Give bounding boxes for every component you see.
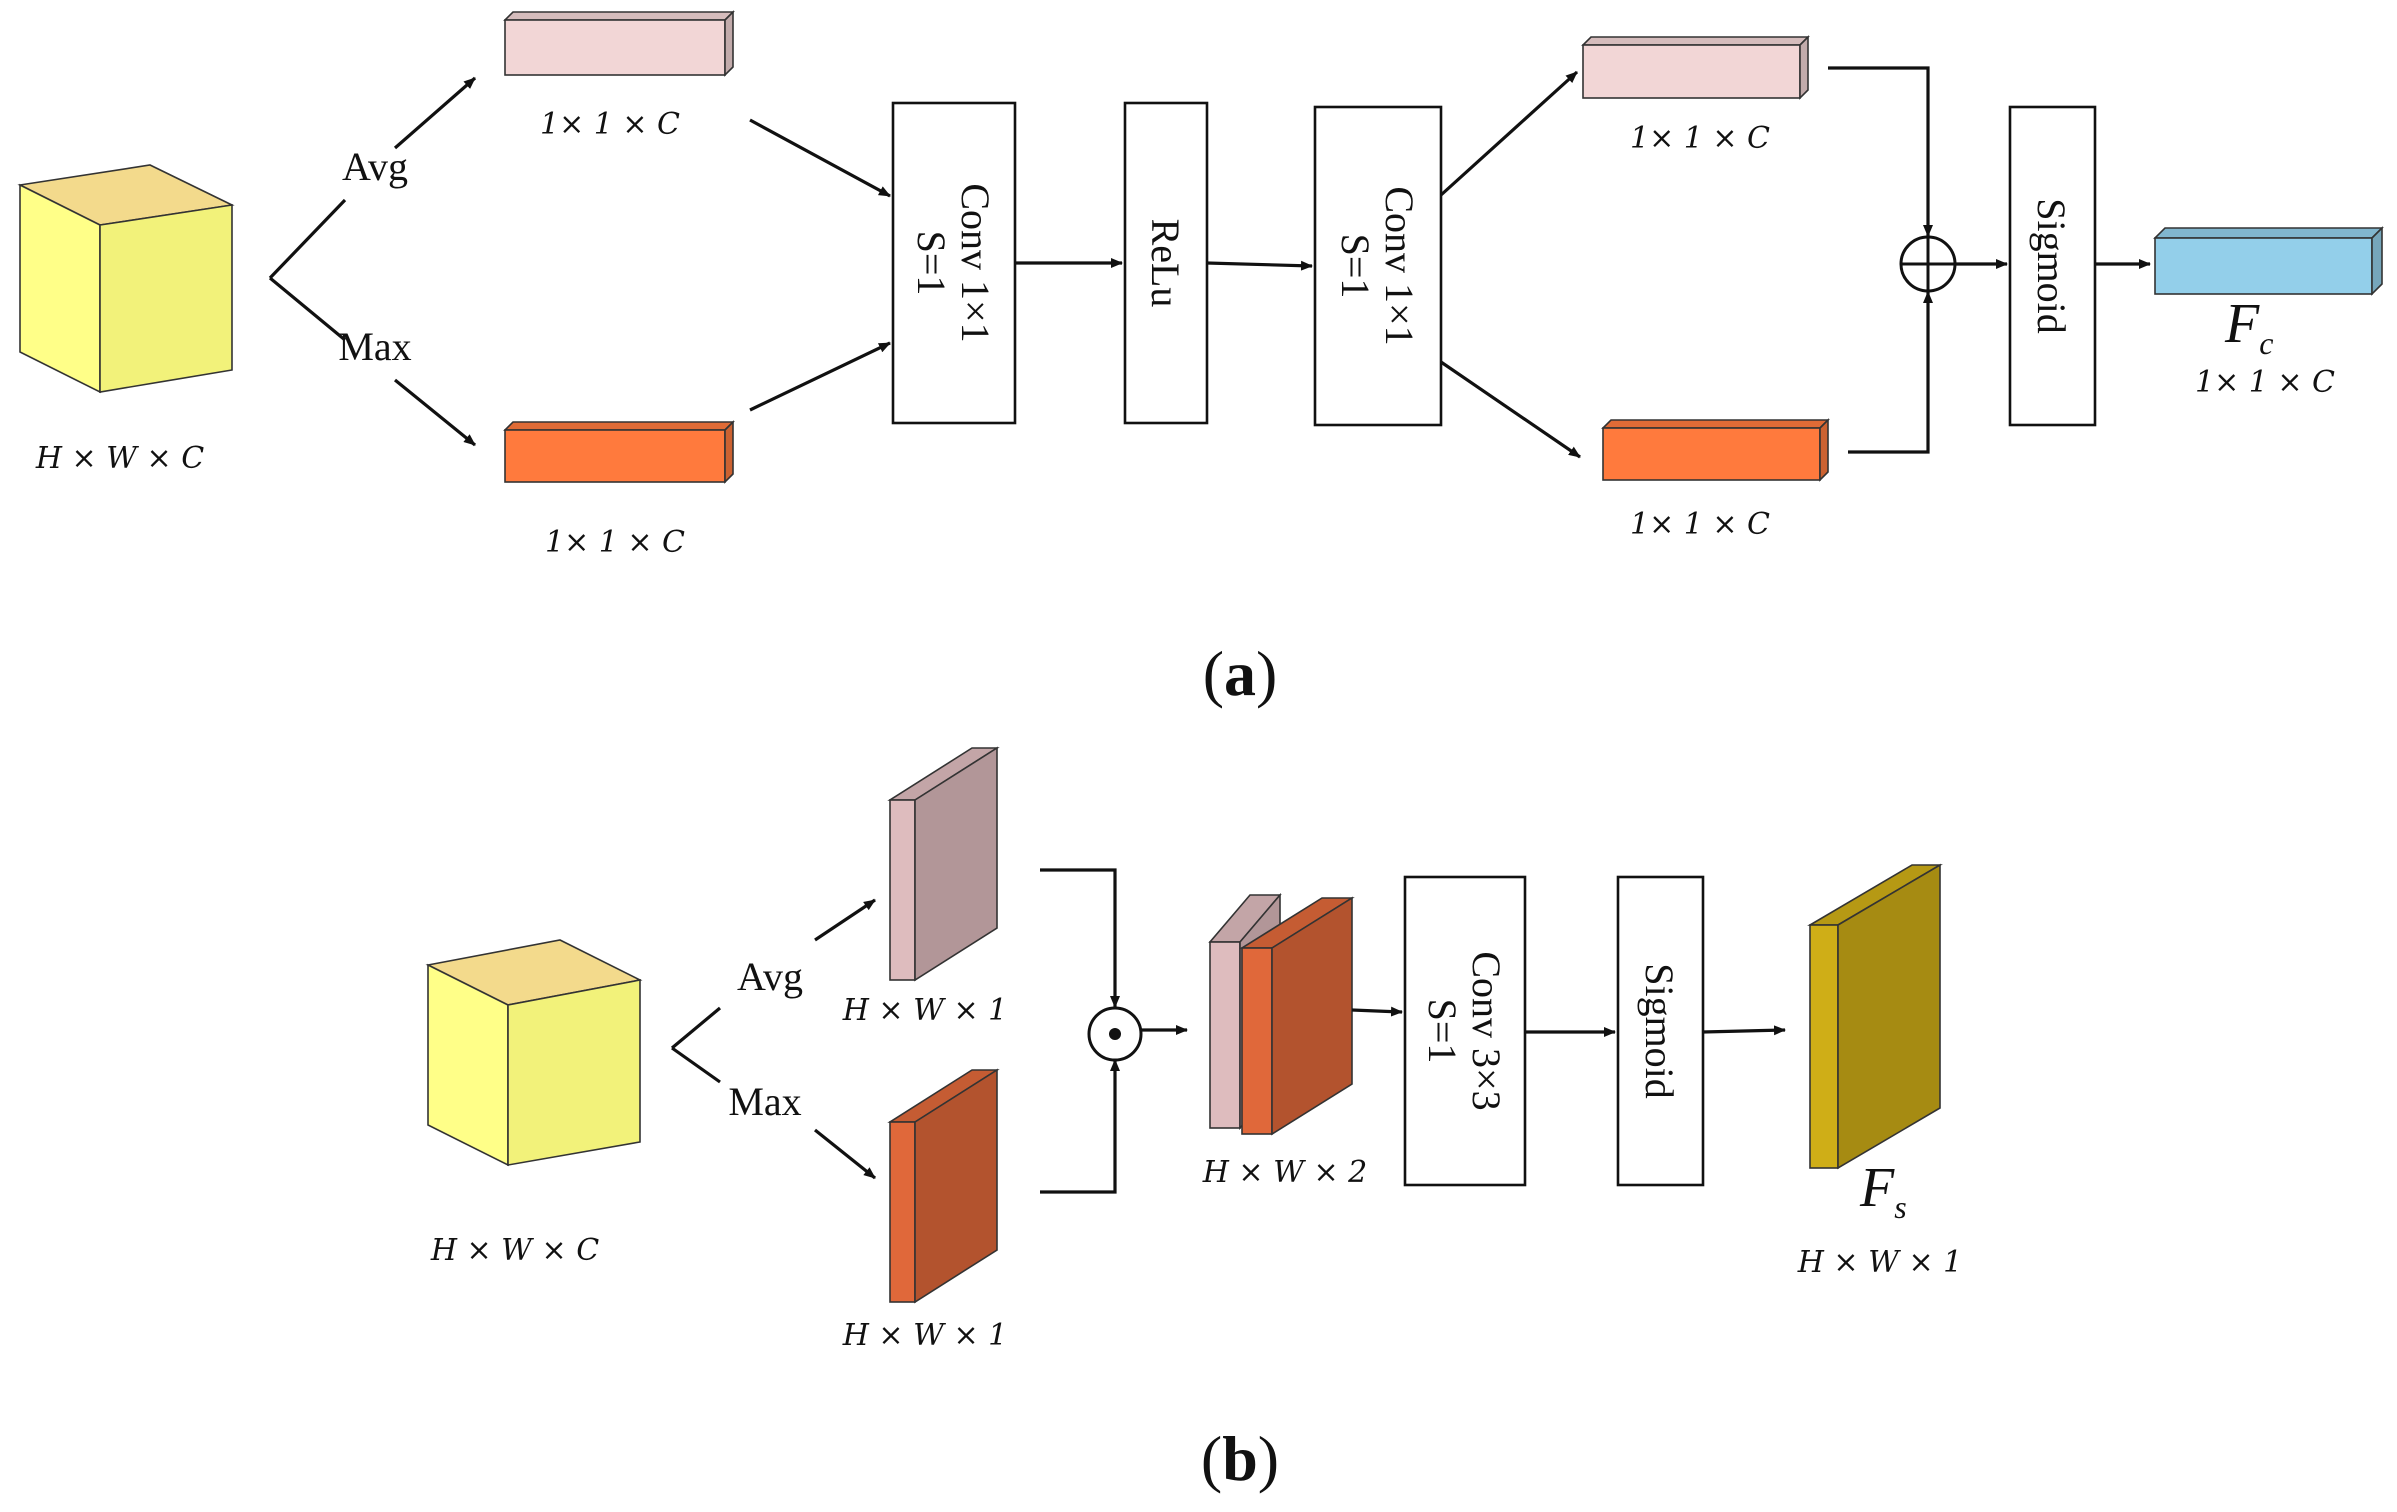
- sigmoid-box-b: Sigmoid: [1616, 875, 1705, 1187]
- split-upper-b: [670, 1006, 722, 1050]
- arrow-to-max-map-b: [814, 1128, 876, 1180]
- concat-icon: [1087, 1006, 1143, 1062]
- arrow-max-out-to-sum-a: [1848, 291, 1933, 454]
- avg-pool-bar-a: [503, 10, 735, 77]
- input-cube-b: [425, 939, 643, 1167]
- arrow-conv2-to-avg-out-a: [1439, 70, 1579, 197]
- split-upper-a: [268, 198, 347, 280]
- sigmoid-label-b: Sigmoid: [1637, 963, 1682, 1099]
- conv2-kernel-label: Conv 1×1: [1377, 186, 1422, 345]
- arrow-to-avg-map-b: [814, 898, 876, 942]
- conv-box-b: Conv 3×3 S=1: [1403, 875, 1527, 1187]
- input-dim-b: H × W × C: [430, 1233, 599, 1268]
- max-out-dim-a: 1× 1 × C: [1630, 507, 1770, 542]
- output-symbol-a: Fc: [2224, 293, 2273, 361]
- max-pool-bar-a: [503, 420, 735, 484]
- max-map-dim-b: H × W × 1: [842, 1318, 1008, 1353]
- conv-stride-label-b: S=1: [1420, 999, 1465, 1064]
- input-dim-a: H × W × C: [35, 441, 204, 476]
- output-map-b: [1807, 863, 1943, 1170]
- output-dim-a: 1× 1 × C: [2195, 365, 2335, 400]
- panel-a: H × W × C Avg Max 1× 1 × C 1× 1 × C: [17, 10, 2384, 709]
- arrow-sigmoid-to-output-b: [1702, 1025, 1786, 1036]
- split-lower-b: [671, 1046, 721, 1084]
- arrow-avg-map-to-concat-b: [1040, 868, 1120, 1008]
- stacked-maps-b: [1208, 892, 1355, 1136]
- max-label-b: Max: [728, 1079, 801, 1124]
- sigmoid-box-a: Sigmoid: [2008, 105, 2097, 427]
- avg-label-a: Avg: [342, 144, 408, 189]
- arrow-avg-to-conv1-a: [749, 118, 891, 198]
- max-bar-dim-a: 1× 1 × C: [545, 525, 685, 560]
- relu-box-a: ReLu: [1123, 101, 1209, 425]
- arrow-stack-to-conv-b: [1351, 1006, 1403, 1017]
- arrow-max-to-conv1-a: [749, 341, 891, 412]
- stack-dim-b: H × W × 2: [1202, 1155, 1368, 1190]
- output-symbol-b: Fs: [1859, 1157, 1907, 1225]
- sum-icon: [1899, 235, 1957, 293]
- panel-b: H × W × C Avg Max H × W × 1 H × W × 1: [425, 746, 1963, 1494]
- avg-map-dim-b: H × W × 1: [842, 993, 1008, 1028]
- avg-map-b: [887, 746, 1000, 982]
- avg-bar-dim-a: 1× 1 × C: [540, 107, 680, 142]
- conv2-box-a: Conv 1×1 S=1: [1313, 105, 1443, 427]
- caption-a: (a): [1203, 638, 1278, 709]
- conv-kernel-label-b: Conv 3×3: [1464, 951, 1509, 1110]
- conv2-stride-label: S=1: [1333, 234, 1378, 299]
- output-dim-b: H × W × 1: [1797, 1245, 1963, 1280]
- arrow-to-max-bar-a: [393, 378, 477, 447]
- split-lower-a: [268, 276, 347, 342]
- arrow-relu-to-conv2-a: [1206, 260, 1313, 271]
- max-out-bar-a: [1601, 418, 1830, 482]
- conv1-stride-label: S=1: [909, 231, 954, 296]
- max-map-b: [887, 1068, 1000, 1304]
- caption-b: (b): [1201, 1423, 1279, 1494]
- sigmoid-label-a: Sigmoid: [2029, 198, 2074, 334]
- conv1-box-a: Conv 1×1 S=1: [891, 101, 1017, 425]
- avg-out-dim-a: 1× 1 × C: [1630, 121, 1770, 156]
- input-cube-a: [17, 164, 235, 394]
- conv1-kernel-label: Conv 1×1: [953, 183, 998, 342]
- arrow-avg-out-to-sum-a: [1828, 66, 1933, 237]
- output-bar-a: [2153, 226, 2384, 296]
- max-label-a: Max: [338, 324, 411, 369]
- relu-label: ReLu: [1143, 219, 1188, 308]
- avg-out-bar-a: [1581, 35, 1810, 100]
- arrow-max-map-to-concat-b: [1040, 1059, 1120, 1194]
- avg-label-b: Avg: [737, 954, 803, 999]
- arrow-to-avg-bar-a: [393, 76, 477, 150]
- arrow-conv2-to-max-out-a: [1440, 360, 1581, 459]
